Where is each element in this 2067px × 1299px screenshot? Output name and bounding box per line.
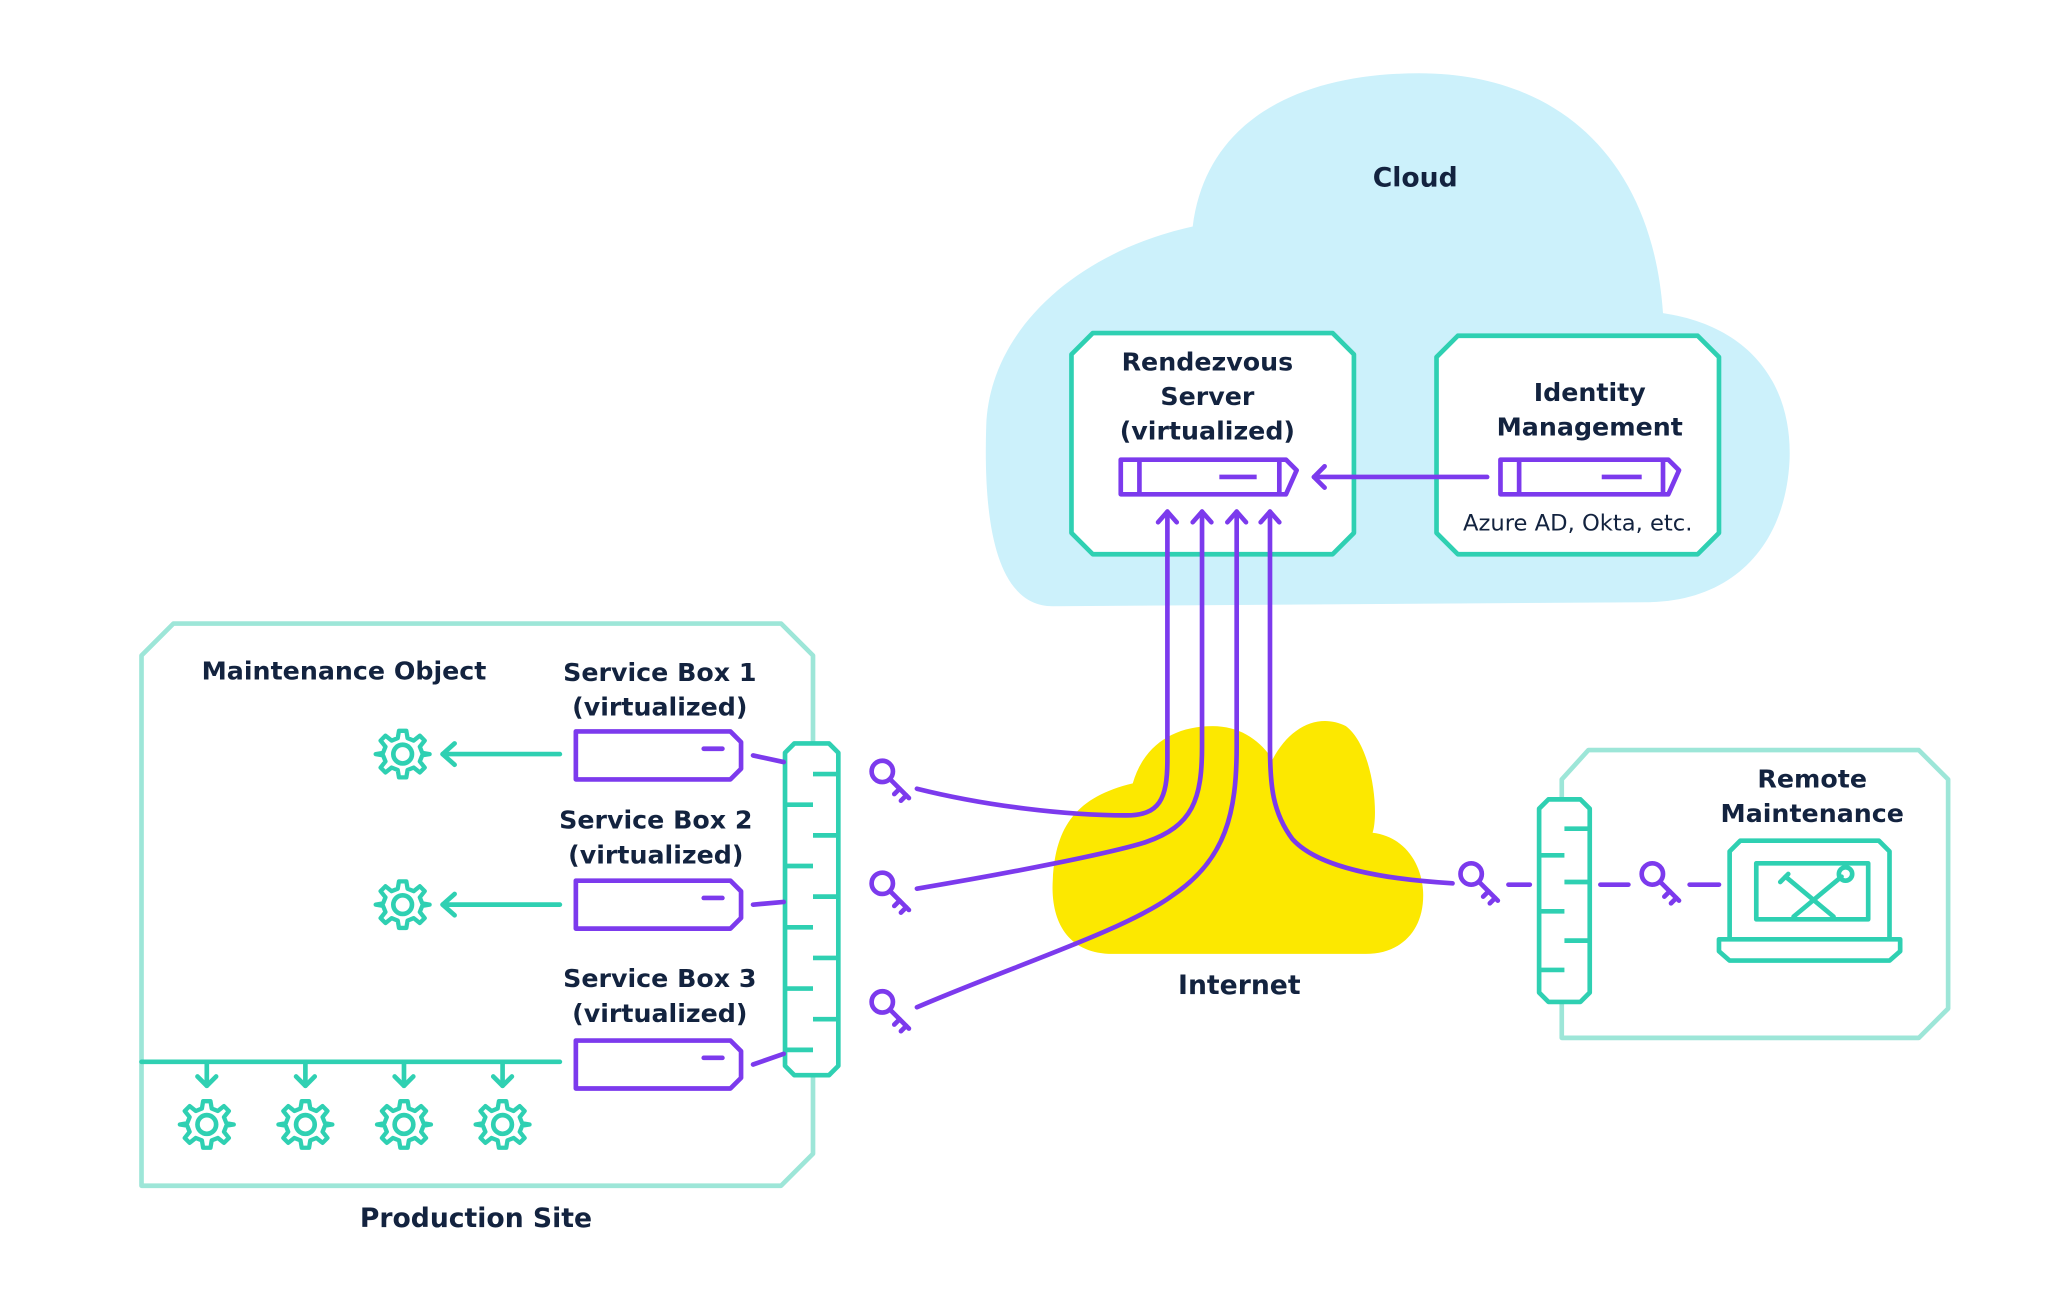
production-site-label: Production Site bbox=[360, 1203, 592, 1234]
remote-firewall-icon bbox=[1536, 797, 1593, 1005]
connection-line-service-box-1 bbox=[914, 509, 1170, 818]
remote-title-line1: Remote bbox=[1757, 764, 1867, 793]
rendezvous-title-line1: Rendezvous bbox=[1122, 347, 1294, 376]
rendezvous-server-box bbox=[1069, 330, 1357, 557]
cloud-label: Cloud bbox=[1373, 163, 1458, 194]
key-icon bbox=[872, 873, 909, 913]
rendezvous-title-line3: (virtualized) bbox=[1120, 417, 1295, 446]
service-box-1-server-icon bbox=[576, 731, 741, 779]
service-box-2-line1: Service Box 2 bbox=[559, 806, 752, 835]
service-box-1-to-gear-arrow bbox=[440, 741, 563, 768]
service-box-3-line1: Service Box 3 bbox=[563, 964, 756, 993]
connection-line-service-box-3 bbox=[914, 509, 1240, 1010]
identity-management-box bbox=[1434, 333, 1722, 557]
connection-line-service-box-2 bbox=[914, 509, 1205, 891]
identity-subtitle: Azure AD, Okta, etc. bbox=[1463, 510, 1692, 536]
key-icon bbox=[1461, 863, 1498, 903]
key-icon bbox=[872, 761, 909, 801]
service-box-1-line1: Service Box 1 bbox=[563, 658, 756, 687]
production-firewall-icon bbox=[782, 741, 841, 1078]
service-box-3-server-icon bbox=[576, 1041, 741, 1089]
key-icon bbox=[872, 991, 909, 1031]
identity-server-icon bbox=[1498, 457, 1682, 497]
rendezvous-title-line2: Server bbox=[1160, 382, 1254, 411]
service-box-2-server-icon bbox=[576, 881, 741, 929]
connection-line-remote bbox=[1267, 509, 1455, 886]
service-box-3-link bbox=[750, 1051, 787, 1067]
internet-label: Internet bbox=[1178, 970, 1301, 1001]
service-box-2-to-gear-arrow bbox=[440, 891, 563, 918]
remote-title-line2: Maintenance bbox=[1721, 799, 1904, 828]
service-box-2-line2: (virtualized) bbox=[568, 840, 743, 869]
service-box-3-line2: (virtualized) bbox=[572, 999, 747, 1028]
maintenance-object-label: Maintenance Object bbox=[202, 656, 487, 685]
laptop-tools-icon bbox=[1716, 838, 1903, 963]
identity-title-line2: Management bbox=[1497, 413, 1683, 442]
service-box-2-link bbox=[750, 899, 787, 907]
service-box-1-link bbox=[750, 753, 787, 765]
identity-title-line1: Identity bbox=[1534, 378, 1647, 407]
service-box-3-bus-line bbox=[139, 1059, 563, 1089]
service-box-1-line2: (virtualized) bbox=[572, 692, 747, 721]
internet-cloud-shape bbox=[1052, 721, 1424, 954]
rendezvous-server-icon bbox=[1118, 457, 1299, 497]
identity-to-rendezvous-arrow bbox=[1311, 463, 1490, 490]
